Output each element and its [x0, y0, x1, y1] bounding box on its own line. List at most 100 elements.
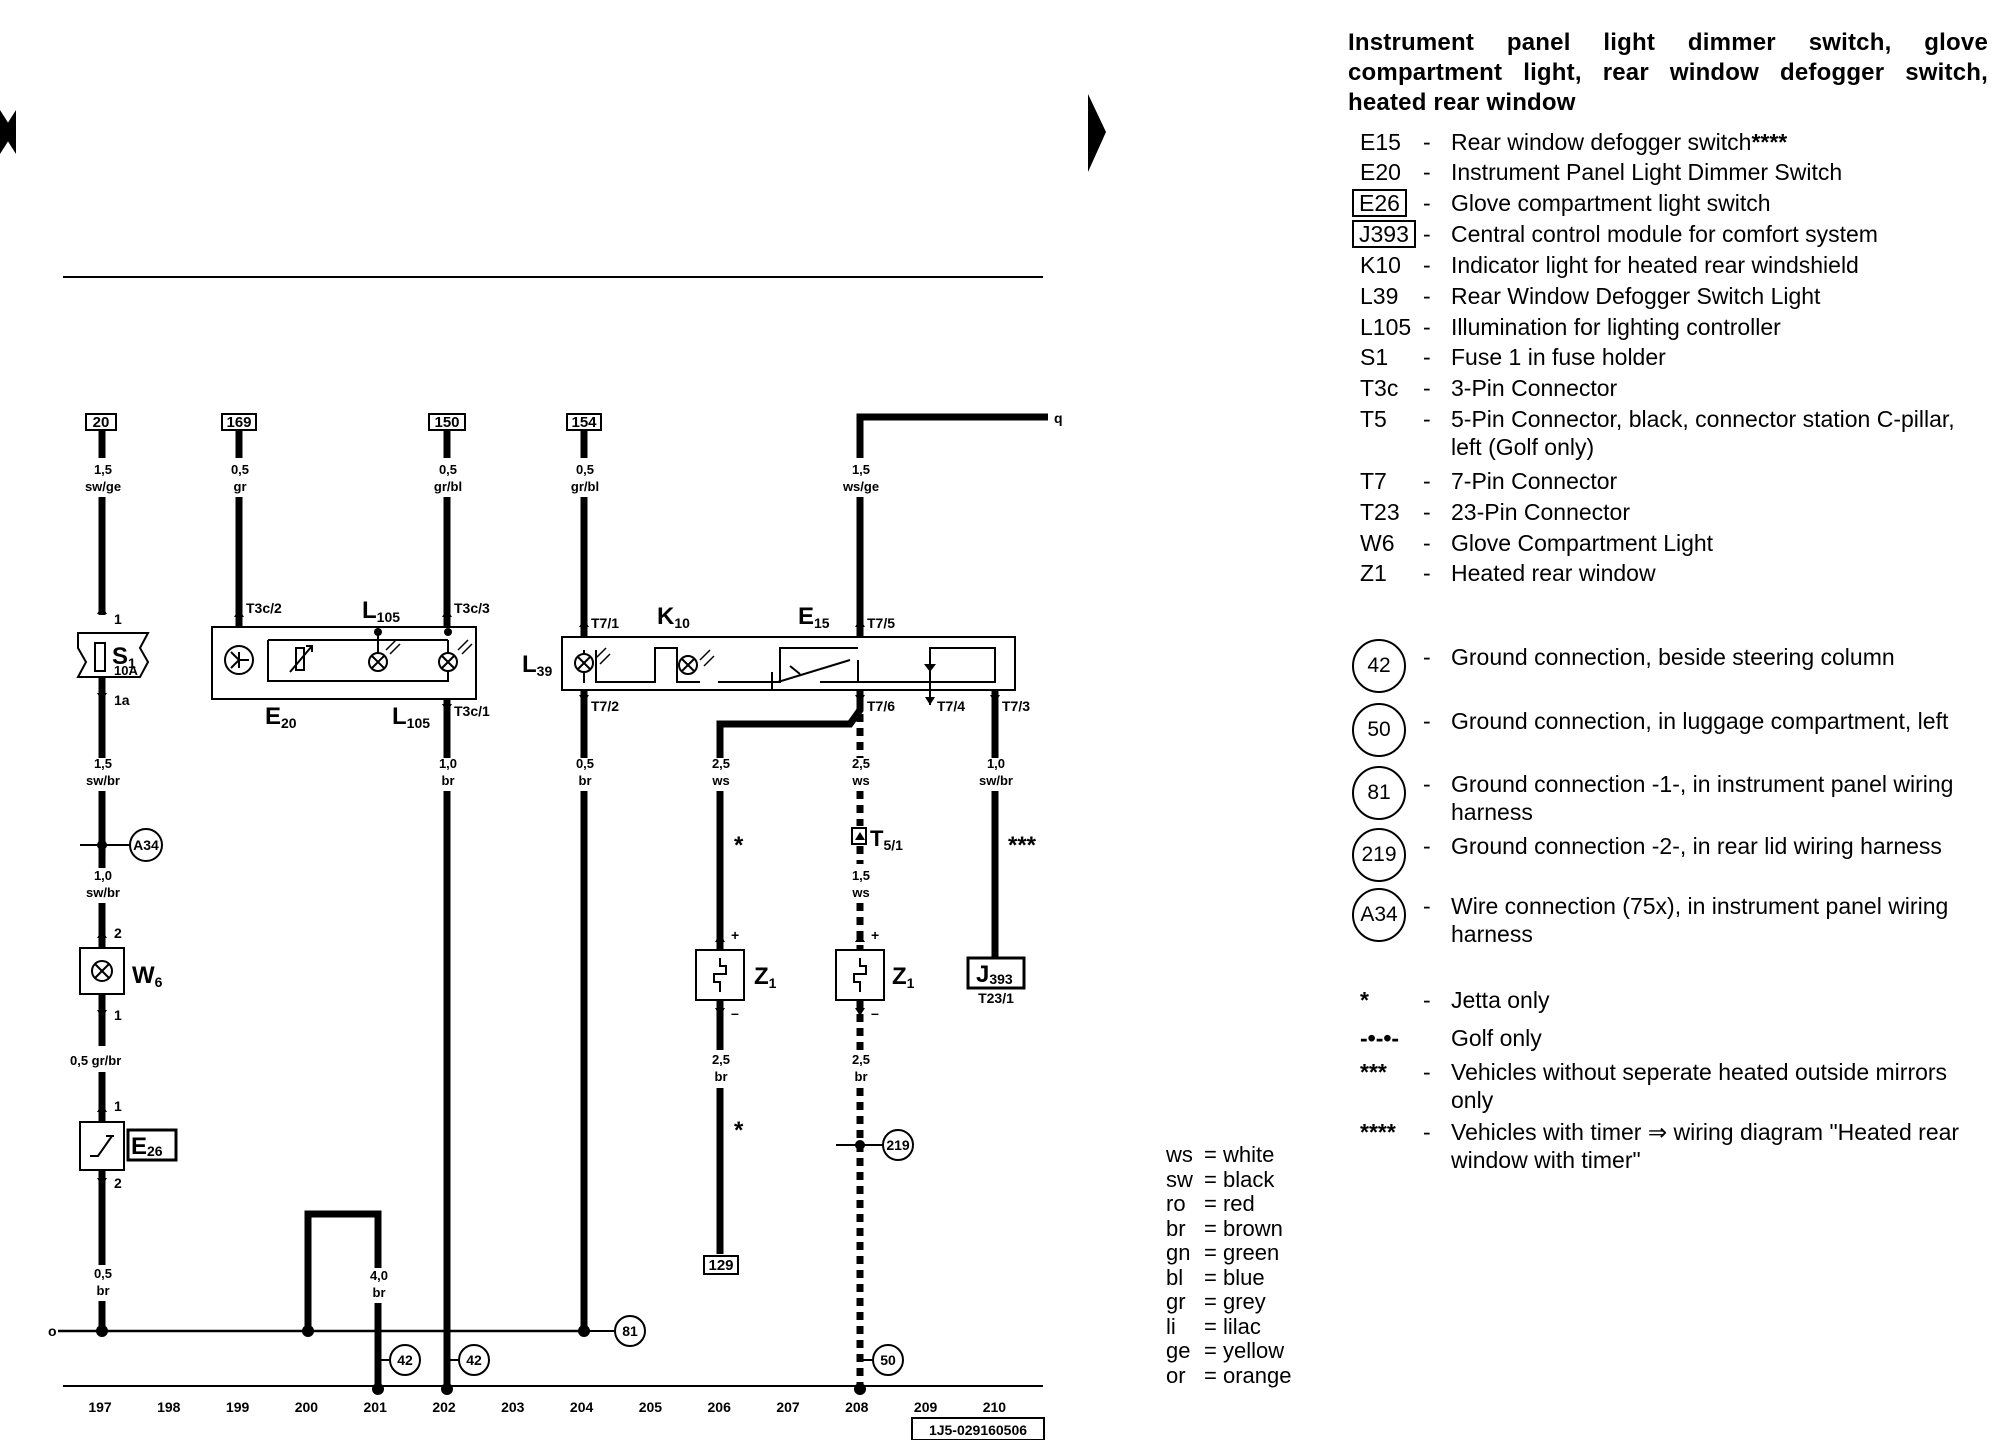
next-page-arrow-icon[interactable]	[1088, 94, 1106, 172]
ground-219	[882, 1129, 914, 1161]
wire-gauge: 4,0	[370, 1268, 388, 1283]
legend-code: K10	[1360, 252, 1401, 278]
legend-description: Vehicles with timer ⇒ wiring diagram "He…	[1451, 1119, 1960, 1173]
l105-label-sub: 105	[377, 609, 401, 625]
legend-separator: -	[1423, 1119, 1431, 1145]
heater-icon	[853, 958, 867, 992]
legend-separator: -	[1423, 221, 1431, 247]
legend-description: Glove compartment light switch	[1451, 190, 1771, 216]
wire-gauge: 0,5	[231, 462, 249, 477]
pin-label: 1a	[114, 692, 130, 708]
l105-label-main: L	[362, 597, 377, 624]
wire-color: sw/br	[979, 773, 1013, 788]
color-code-row: ws= white	[1166, 1142, 1386, 1168]
color-code-row: gr= grey	[1166, 1289, 1386, 1315]
legend-separator: -	[1423, 1059, 1431, 1085]
ground-symbol: 42	[1352, 639, 1406, 693]
color-name: = blue	[1204, 1264, 1265, 1290]
pin-label: T7/3	[1002, 698, 1030, 714]
diode-icon	[924, 664, 936, 672]
wire-gauge: 0,5	[576, 462, 594, 477]
lamp-icon	[91, 960, 113, 982]
a34-connection	[129, 828, 163, 862]
color-abbreviation: ws	[1166, 1142, 1193, 1167]
ref-129: 129	[708, 1257, 733, 1274]
z1-label-main: Z	[892, 963, 907, 990]
wire-t76-jetta	[716, 690, 864, 758]
j393-label: J393	[976, 961, 1013, 988]
ref-box-20	[85, 413, 117, 431]
ref-box-150	[428, 413, 466, 431]
pin-arrow	[715, 934, 725, 942]
pin-label: T7/6	[867, 698, 895, 714]
wire-gauge: 1,0	[987, 756, 1005, 771]
junction-dot	[96, 1325, 108, 1337]
l39-label-sub: 39	[537, 663, 553, 679]
wire-loop-200	[304, 1210, 382, 1331]
pin-arrow	[442, 609, 452, 617]
legend-separator: -	[1423, 708, 1431, 734]
legend-description: Golf only	[1451, 1025, 1542, 1051]
pin-arrow	[855, 695, 865, 703]
pin-arrow	[234, 609, 244, 617]
column-number: 199	[226, 1399, 250, 1415]
legend-code: E26	[1352, 189, 1407, 217]
ground-symbol: 50	[1352, 703, 1406, 757]
pin-label: T23/1	[978, 990, 1014, 1006]
ground-label: 219	[886, 1137, 910, 1153]
wire-color: br	[373, 1285, 386, 1300]
color-code-row: gn= green	[1166, 1240, 1386, 1266]
legend-code: L105	[1360, 314, 1412, 340]
color-name: = brown	[1204, 1215, 1283, 1241]
column-number: 201	[364, 1399, 388, 1415]
k10-label-sub: 10	[674, 615, 690, 631]
legend-separator: -	[1423, 468, 1431, 494]
legend-separator: -	[1423, 530, 1431, 556]
wire-gauge: 1,0	[94, 868, 112, 883]
ground-label: 42	[466, 1352, 482, 1368]
heater-icon	[713, 958, 727, 992]
wire-color: sw/ge	[85, 479, 121, 494]
color-abbreviation: bl	[1166, 1264, 1184, 1290]
ground-42	[458, 1344, 490, 1376]
pin-label: T7/5	[867, 615, 895, 631]
e26-label: E26	[131, 1133, 163, 1160]
legend-code: T7	[1360, 468, 1387, 494]
wire-gauge: 1,5	[852, 462, 870, 477]
column-number: 208	[845, 1399, 869, 1415]
j393-label-sub: 393	[989, 971, 1013, 987]
legend-title: Instrument panel light dimmer switch, gl…	[1348, 28, 1988, 118]
legend-separator: -	[1423, 560, 1431, 586]
column-number: 203	[501, 1399, 525, 1415]
wire-gauge: 1,5	[94, 462, 112, 477]
junction-dot	[302, 1325, 314, 1337]
w6-label-main: W	[132, 962, 155, 989]
column-number: 210	[983, 1399, 1007, 1415]
w6-label-sub: 6	[155, 974, 163, 990]
legend-description: Vehicles without seperate heated outside…	[1451, 1059, 1948, 1113]
junction-dot	[444, 628, 452, 636]
color-name: = black	[1204, 1166, 1275, 1192]
legend-description: Illumination for lighting controller	[1451, 314, 1781, 340]
pin-label: T3c/2	[246, 600, 282, 616]
color-code-row: ro= red	[1166, 1191, 1386, 1217]
rheostat-arrow	[289, 645, 313, 673]
pin-arrow	[990, 695, 1000, 703]
l105-label-main: L	[392, 703, 407, 730]
column-number: 204	[570, 1399, 594, 1415]
legend: Instrument panel light dimmer switch, gl…	[1348, 28, 1988, 1173]
e20-label-sub: 20	[281, 715, 297, 731]
legend-description: Wire connection (75x), in instrument pan…	[1451, 893, 1949, 947]
legend-title-line: Instrument panel light dimmer switch, gl…	[1348, 29, 1988, 56]
column-number: 202	[432, 1399, 456, 1415]
ground-symbol: A34	[1352, 888, 1406, 942]
legend-suffix: ****	[1751, 129, 1788, 155]
wire-gauge: 2,5	[712, 1052, 730, 1067]
pin-arrow	[97, 693, 107, 701]
wire-gauge: 1,0	[439, 756, 457, 771]
e26-label-main: E	[131, 1133, 147, 1160]
pin-arrow	[97, 1178, 107, 1186]
wire-color: br	[855, 1069, 868, 1084]
pin-arrow	[97, 606, 107, 614]
color-name: = red	[1204, 1191, 1255, 1216]
